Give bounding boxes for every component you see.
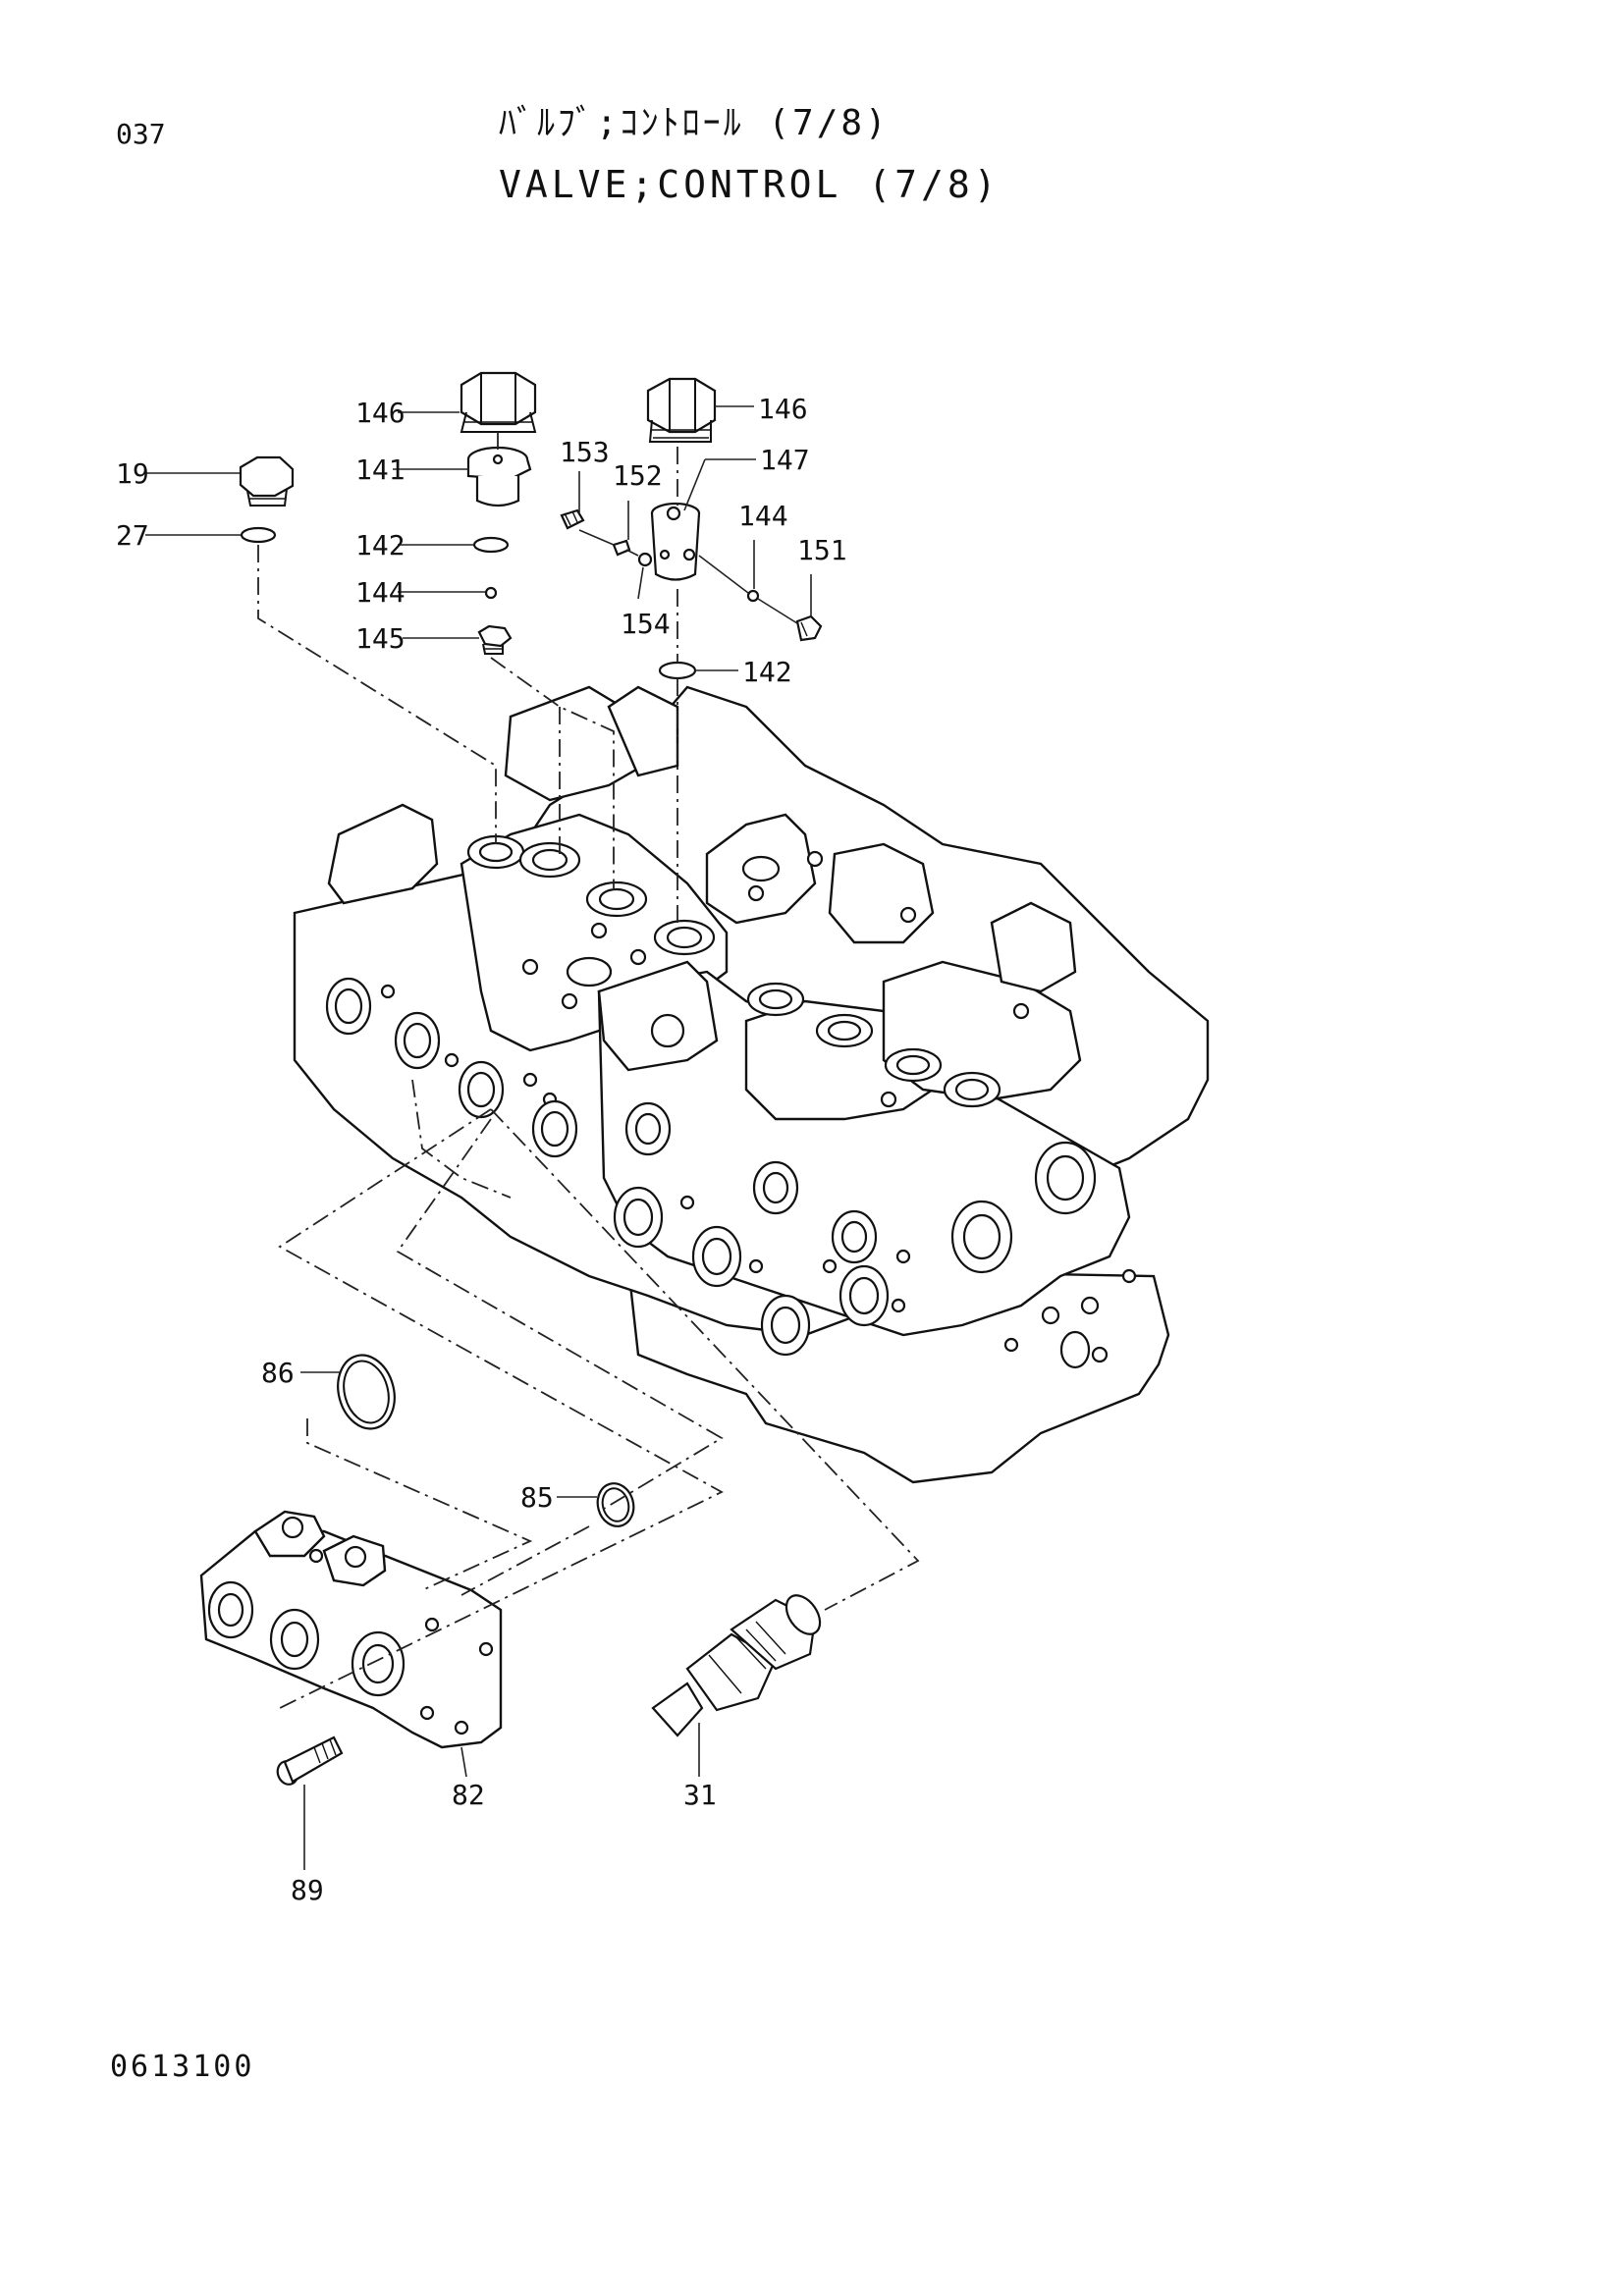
page-title-japanese: ﾊﾞﾙﾌﾞ;ｺﾝﾄﾛｰﾙ (7/8) (499, 103, 890, 143)
page-title: VALVE;CONTROL (7/8) (499, 163, 1001, 206)
part-85-o-ring (596, 1482, 635, 1527)
callout-145: 145 (355, 622, 406, 655)
page-number: 037 (116, 118, 166, 150)
assembly-lines (257, 432, 920, 1709)
callout-144-left: 144 (355, 576, 406, 609)
callout-89: 89 (291, 1874, 324, 1906)
part-142-o-ring-right (658, 661, 697, 680)
part-144-ball-left (484, 586, 498, 600)
callout-86: 86 (261, 1357, 295, 1389)
callout-144-right: 144 (738, 500, 788, 532)
drawing-number: 0613100 (110, 2050, 255, 2084)
callout-147: 147 (760, 444, 810, 476)
control-valve-body (293, 685, 1210, 1484)
part-89-bolt (276, 1735, 344, 1786)
part-147 (650, 502, 701, 581)
part-27-o-ring (240, 526, 277, 544)
part-31-valve-cartridge (651, 1594, 822, 1737)
callout-27: 27 (116, 519, 149, 552)
callout-labels: 146 141 142 144 145 19 27 146 147 153 15… (116, 393, 847, 1906)
part-141 (466, 446, 532, 507)
callout-31: 31 (683, 1779, 717, 1811)
part-153 (560, 508, 585, 530)
callout-146-left: 146 (355, 397, 406, 429)
callout-152: 152 (613, 459, 663, 492)
callout-142-left: 142 (355, 529, 406, 561)
part-145 (477, 624, 513, 655)
callout-146-right: 146 (758, 393, 808, 425)
callout-153: 153 (560, 436, 610, 468)
callout-85: 85 (520, 1481, 554, 1514)
part-82-block (199, 1510, 503, 1749)
part-151 (795, 614, 823, 642)
callout-19: 19 (116, 457, 149, 490)
part-19-plug (239, 455, 295, 507)
part-144-ball-right (746, 589, 760, 603)
callout-142-right: 142 (742, 656, 792, 688)
callout-154: 154 (621, 608, 671, 640)
part-154 (637, 552, 653, 567)
part-142-o-ring-left (472, 536, 510, 554)
part-152 (612, 539, 631, 557)
part-86-o-ring (337, 1354, 396, 1430)
part-146-plug-left (460, 371, 537, 433)
callout-82: 82 (452, 1779, 485, 1811)
leader-lines (145, 405, 812, 1870)
callout-151: 151 (797, 534, 847, 566)
part-146-plug-right (646, 377, 717, 443)
callout-141: 141 (355, 454, 406, 486)
